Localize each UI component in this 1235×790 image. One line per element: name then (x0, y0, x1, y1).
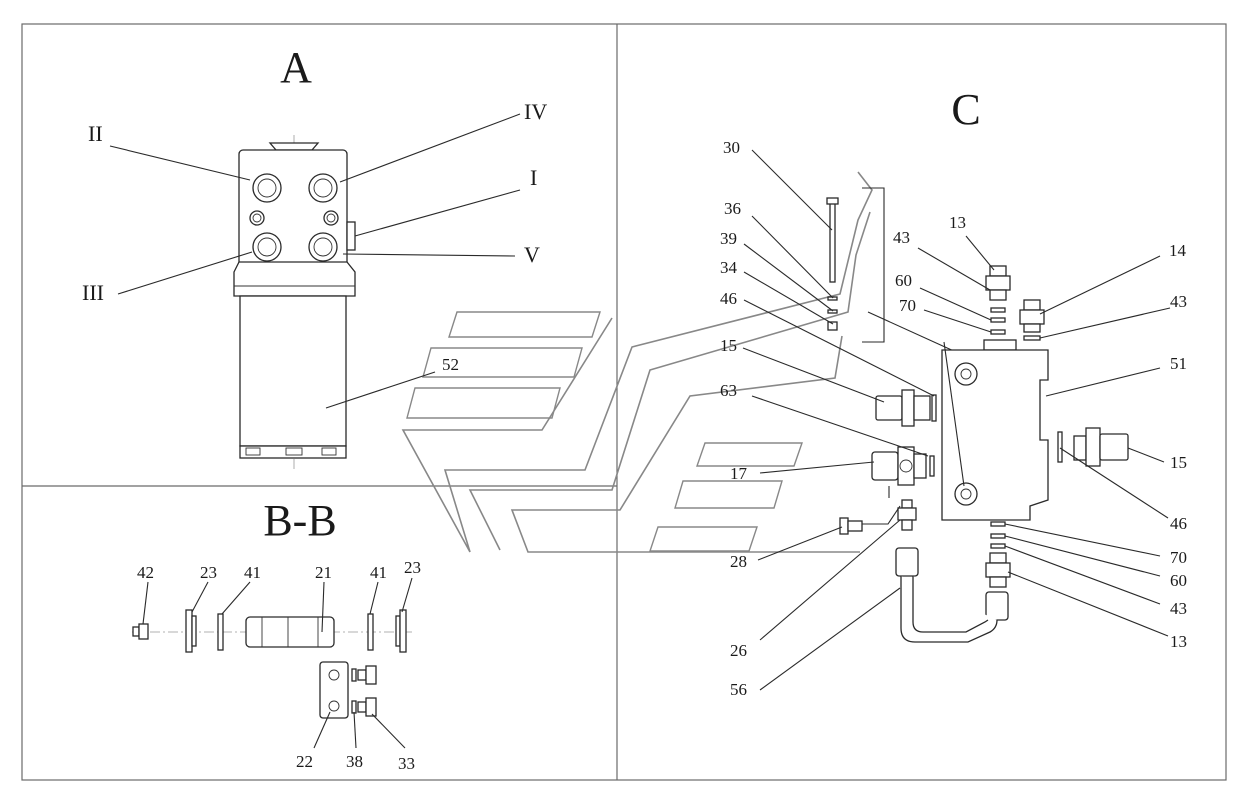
part-label-15-right: 15 (1170, 453, 1187, 472)
part-label-43-bottom: 43 (1170, 599, 1187, 618)
part-label-63: 63 (720, 381, 737, 400)
part-label-17: 17 (730, 464, 748, 483)
part-label-43-right: 43 (1170, 292, 1187, 311)
section-bb-title: B-B (263, 496, 336, 545)
port-label-v: V (524, 242, 540, 267)
part-label-70-top: 70 (899, 296, 916, 315)
part-label-42: 42 (137, 563, 154, 582)
part-label-30: 30 (723, 138, 740, 157)
part-label-15-left: 15 (720, 336, 737, 355)
section-c-title: C (951, 85, 980, 134)
part-label-33: 33 (398, 754, 415, 773)
part-label-26: 26 (730, 641, 747, 660)
steering-unit-front-view (233, 135, 356, 470)
cylinder-pin-assembly (132, 609, 412, 719)
part-label-22: 22 (296, 752, 313, 771)
part-label-23-left: 23 (200, 563, 217, 582)
section-a-leaders (109, 113, 521, 409)
part-label-36: 36 (724, 199, 741, 218)
part-label-13-bottom: 13 (1170, 632, 1187, 651)
section-a-title: A (280, 43, 312, 92)
drawing-frame (21, 23, 1227, 781)
port-label-iii: III (82, 280, 104, 305)
part-label-34: 34 (720, 258, 738, 277)
port-label-ii: II (88, 121, 103, 146)
part-label-23-right: 23 (404, 558, 421, 577)
part-label-46-right: 46 (1170, 514, 1187, 533)
section-c-leaders (742, 149, 1171, 691)
part-label-39: 39 (720, 229, 737, 248)
part-label-51: 51 (1170, 354, 1187, 373)
part-label-60-top: 60 (895, 271, 912, 290)
part-label-56: 56 (730, 680, 747, 699)
port-label-iv: IV (524, 99, 547, 124)
part-label-21: 21 (315, 563, 332, 582)
part-label-28: 28 (730, 552, 747, 571)
part-label-43-top: 43 (893, 228, 910, 247)
part-label-60-bottom: 60 (1170, 571, 1187, 590)
part-label-14: 14 (1169, 241, 1187, 260)
part-label-41-left: 41 (244, 563, 261, 582)
part-label-41-right: 41 (370, 563, 387, 582)
part-label-52: 52 (442, 355, 459, 374)
part-label-70-bottom: 70 (1170, 548, 1187, 567)
section-bb-leaders (142, 577, 413, 749)
part-label-46-upper: 46 (720, 289, 737, 308)
valve-block-assembly (826, 187, 1129, 643)
watermark-logo (401, 171, 873, 553)
port-label-i: I (530, 165, 537, 190)
part-label-38: 38 (346, 752, 363, 771)
part-label-13-top: 13 (949, 213, 966, 232)
